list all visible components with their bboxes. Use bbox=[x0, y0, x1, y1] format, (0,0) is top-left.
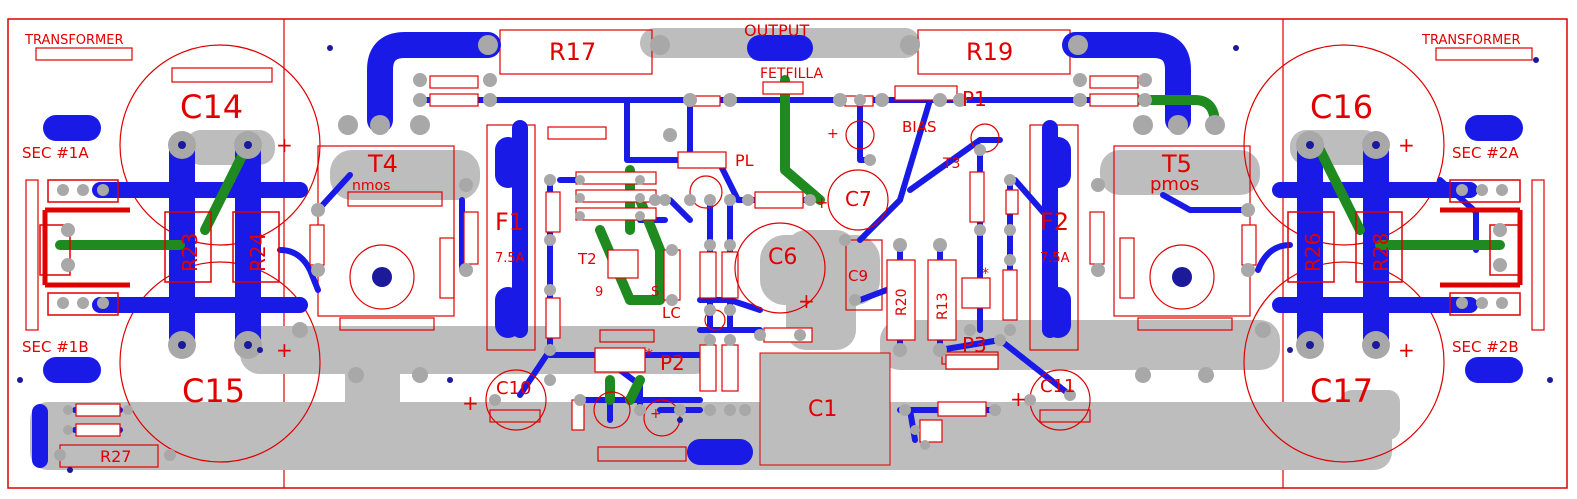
plus-c17: + bbox=[1398, 338, 1415, 362]
label-c11: C11 bbox=[1040, 376, 1075, 397]
plus-c6: + bbox=[798, 289, 815, 313]
plus-c16: + bbox=[1398, 133, 1415, 157]
label-transformer-right: TRANSFORMER bbox=[1421, 33, 1521, 48]
label-r23: R23 bbox=[178, 233, 202, 272]
plus-c11: + bbox=[1010, 387, 1027, 411]
label-c10: C10 bbox=[496, 378, 531, 399]
copper-bottom bbox=[55, 75, 1505, 405]
label-c1: C1 bbox=[808, 397, 837, 422]
pads bbox=[54, 35, 1508, 461]
label-t3: T3 bbox=[942, 156, 960, 172]
label-t2: T2 bbox=[577, 250, 597, 268]
label-c17: C17 bbox=[1310, 372, 1373, 410]
label-r13: R13 bbox=[935, 292, 951, 320]
label-pl: PL bbox=[735, 151, 754, 170]
label-r28: R28 bbox=[1369, 233, 1393, 272]
label-c15: C15 bbox=[182, 372, 245, 410]
copper-top-medium bbox=[32, 120, 1478, 468]
label-c7: C7 bbox=[845, 187, 872, 211]
label-p1: P1 bbox=[962, 87, 987, 111]
label-bias: BIAS bbox=[902, 118, 937, 136]
plus-c10: + bbox=[462, 391, 479, 415]
label-p3: P3 bbox=[962, 333, 987, 357]
label-g: 9 bbox=[595, 285, 603, 300]
star-r13: * bbox=[982, 266, 989, 282]
label-f1-rating: 7.5A bbox=[495, 251, 525, 266]
label-f1: F1 bbox=[495, 208, 524, 236]
label-sec-2b: SEC #2B bbox=[1452, 338, 1519, 356]
terminal-blocks bbox=[39, 179, 1521, 316]
label-r27: R27 bbox=[100, 447, 131, 466]
plus-c15: + bbox=[276, 338, 293, 362]
label-c16: C16 bbox=[1310, 88, 1373, 126]
plus-c14: + bbox=[276, 133, 293, 157]
label-t5-sub: pmos bbox=[1150, 174, 1199, 195]
vias bbox=[17, 45, 1553, 473]
plus-p1: + bbox=[827, 126, 839, 142]
label-sec-1a: SEC #1A bbox=[22, 144, 89, 162]
label-fetfilla: FETFILLA bbox=[760, 66, 824, 82]
silkscreen-labels: TRANSFORMER TRANSFORMER SEC #1A SEC #1B … bbox=[22, 21, 1521, 466]
label-lc: LC bbox=[662, 304, 681, 322]
label-t4-sub: nmos bbox=[352, 178, 390, 194]
label-f2: F2 bbox=[1040, 208, 1069, 236]
label-output: OUTPUT bbox=[744, 21, 809, 40]
label-t4: T4 bbox=[367, 150, 398, 178]
small-round-components bbox=[485, 120, 1091, 437]
label-r26: R26 bbox=[1301, 233, 1325, 272]
plus-c7: + bbox=[815, 193, 828, 212]
label-p2: P2 bbox=[660, 351, 685, 375]
label-r20: R20 bbox=[894, 288, 910, 316]
c1-body bbox=[759, 352, 891, 466]
label-r24: R24 bbox=[246, 233, 270, 272]
label-f2-rating: 7.5A bbox=[1040, 251, 1070, 266]
small-components bbox=[75, 75, 1257, 443]
star-p2: * bbox=[645, 345, 653, 364]
large-capacitors bbox=[35, 44, 1533, 463]
label-t5: T5 bbox=[1161, 150, 1192, 178]
red-wire-links bbox=[42, 207, 1523, 288]
label-s: S bbox=[651, 285, 659, 300]
label-c9: C9 bbox=[848, 267, 868, 285]
label-r19: R19 bbox=[966, 38, 1013, 66]
label-c6: C6 bbox=[768, 245, 797, 270]
label-sec-1b: SEC #1B bbox=[22, 338, 89, 356]
label-r17: R17 bbox=[549, 38, 596, 66]
label-sec-2a: SEC #2A bbox=[1452, 144, 1519, 162]
label-transformer-left: TRANSFORMER bbox=[24, 33, 124, 48]
mounting-holes bbox=[349, 244, 1215, 310]
label-c14: C14 bbox=[180, 88, 243, 126]
plus-c1: + bbox=[650, 406, 662, 422]
